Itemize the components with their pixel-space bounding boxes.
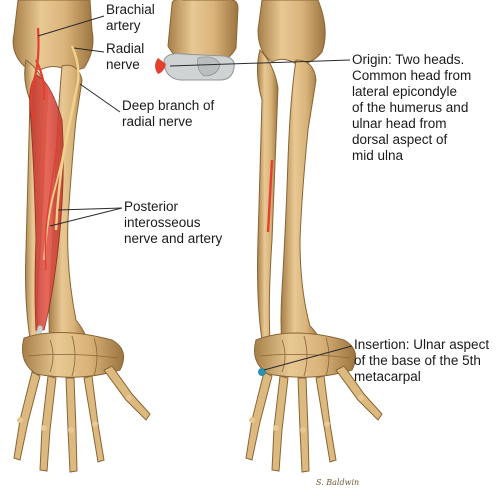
artist-signature: S. Baldwin [316,478,360,487]
label-pin-1: Posterior [124,199,179,214]
label-origin-4: of the humerus and [352,100,469,115]
left-brachial-artery [29,27,46,121]
right-insertion-marker [258,368,266,376]
label-radial-nerve-2: nerve [106,57,140,72]
right-hand-bones [245,365,383,473]
inset-humerus [167,0,239,63]
leader-lines [37,15,353,371]
label-pin-3: nerve and artery [124,231,223,246]
label-brachial-artery-2: artery [106,18,141,33]
left-humerus-distal [12,0,94,73]
label-brachial-artery-1: Brachial [106,2,155,17]
inset-origin-marker [155,58,166,74]
label-deep-branch-1: Deep branch of [122,98,215,113]
label-deep-branch-2: radial nerve [122,114,193,129]
label-insertion-2: of the base of the 5th [354,353,481,368]
label-origin-6: dorsal aspect of [352,132,448,147]
left-pi-artery [44,119,61,271]
right-ulna [256,49,279,341]
label-origin-1: Origin: Two heads. [352,52,465,67]
label-pin-2: interosseous [124,215,201,230]
label-insertion-1: Insertion: Ulnar aspect [354,337,490,352]
label-insertion-3: metacarpal [354,369,421,384]
right-ulnar-origin-marker [266,159,274,233]
label-origin-5: ulnar head from [352,116,447,131]
label-radial-nerve-1: Radial [106,41,145,56]
left-hand-bones [13,365,151,473]
right-humerus-distal [257,0,326,65]
label-origin-3: lateral epicondyle [352,84,458,99]
label-origin-2: Common head from [352,68,472,83]
right-radius [280,59,321,349]
inset-capitulum [197,56,221,77]
label-origin-7: mid ulna [352,148,404,163]
left-forearm [12,0,151,473]
elbow-inset [155,0,239,81]
